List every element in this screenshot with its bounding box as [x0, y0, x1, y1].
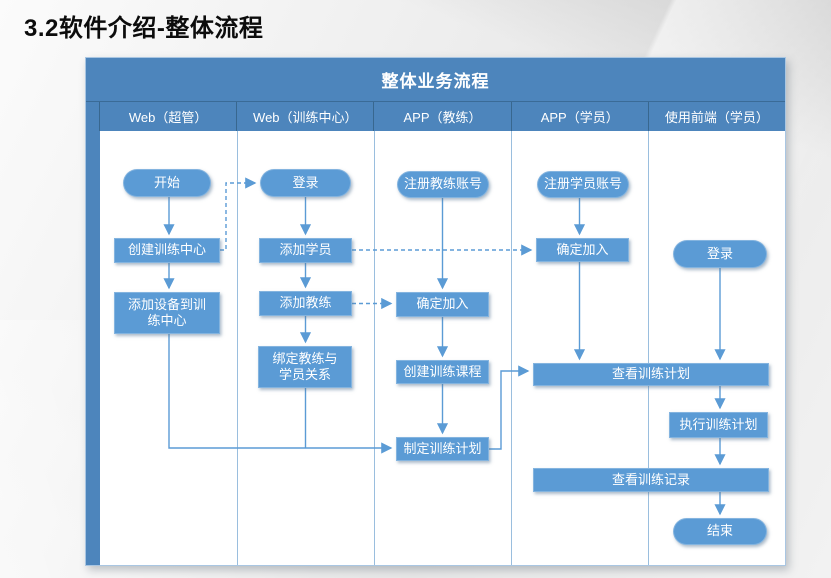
flow-node-execute-training-plan: 执行训练计划 — [669, 412, 768, 438]
flow-node-add-coach: 添加教练 — [259, 291, 352, 316]
flow-node-start: 开始 — [123, 169, 211, 197]
flow-connectors — [163, 177, 726, 516]
lane-strip-header — [86, 102, 100, 131]
lane-divider — [511, 131, 512, 565]
flowchart-title: 整体业务流程 — [86, 58, 785, 102]
flow-node-bind-coach-student: 绑定教练与学员关系 — [258, 346, 352, 388]
lane-header-frontend-student: 使用前端（学员） — [664, 110, 769, 125]
flow-node-create-training-course: 创建训练课程 — [396, 360, 489, 384]
lane-header-web-center: Web（训练中心） — [237, 102, 375, 131]
lane-divider — [374, 131, 375, 565]
lane-divider — [237, 131, 238, 565]
flow-node-confirm-join-coach: 确定加入 — [396, 292, 489, 317]
lane-left-strip — [86, 131, 100, 565]
flow-node-create-training-center: 创建训练中心 — [114, 238, 220, 263]
flow-node-register-student-account: 注册学员账号 — [537, 171, 629, 198]
flow-node-register-coach-account: 注册教练账号 — [397, 171, 489, 198]
flow-node-add-device-to-center: 添加设备到训练中心 — [114, 292, 220, 334]
flow-node-make-training-plan: 制定训练计划 — [396, 437, 489, 461]
flow-node-view-training-plan: 查看训练计划 — [533, 363, 769, 386]
flow-node-add-student: 添加学员 — [259, 238, 352, 263]
flow-node-login-training-center: 登录 — [260, 169, 351, 197]
lane-header-app-student: APP（学员） — [512, 102, 649, 131]
lane-divider — [648, 131, 649, 565]
lane-header-app-coach: APP（教练） — [374, 102, 512, 131]
flow-node-view-training-record: 查看训练记录 — [533, 468, 769, 492]
flow-node-end: 结束 — [673, 518, 767, 545]
lane-header-web-admin: Web（超管） — [100, 102, 238, 131]
flow-node-login-frontend: 登录 — [673, 240, 767, 268]
swimlane-flowchart: 整体业务流程 Web（超管） Web（训练中心） APP（教练） APP（学员）… — [85, 57, 786, 566]
page-title: 3.2软件介绍-整体流程 — [24, 15, 264, 42]
flow-node-confirm-join-student: 确定加入 — [536, 238, 629, 262]
lane-header-row: Web（超管） Web（训练中心） APP（教练） APP（学员） 使用前端（学… — [86, 102, 785, 131]
